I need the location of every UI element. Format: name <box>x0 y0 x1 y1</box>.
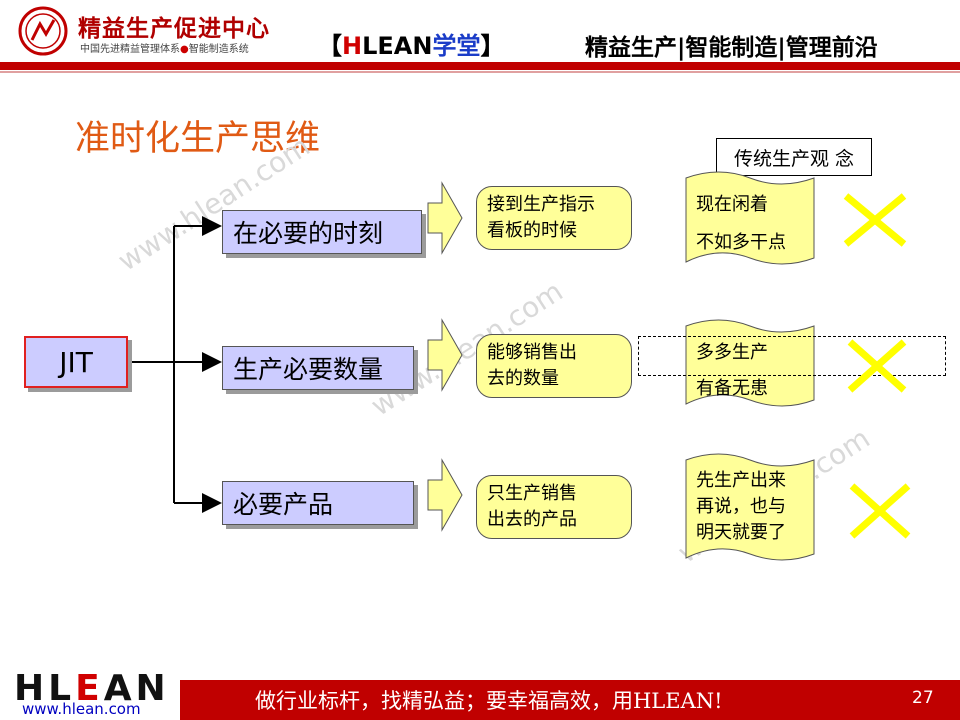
wavy-banner-shape <box>685 453 815 561</box>
condition-box-timing: 在必要的时刻 <box>222 210 422 254</box>
meaning-box-product: 只生产销售 出去的产品 <box>476 475 632 539</box>
meaning-box-quantity: 能够销售出 去的数量 <box>476 334 632 398</box>
traditional-concept-label: 传统生产观 念 <box>716 138 872 176</box>
header-divider <box>0 62 960 70</box>
org-name: 精益生产促进中心 <box>78 16 270 42</box>
traditional-line: 先生产出来 <box>696 470 786 491</box>
traditional-line: 再说，也与 <box>696 496 786 517</box>
page-number: 27 <box>912 688 934 708</box>
reject-x-icon <box>847 339 907 393</box>
traditional-line: 多多生产 <box>696 342 768 363</box>
header-tagline: 精益生产|智能制造|管理前沿 <box>585 35 878 61</box>
slide-title: 准时化生产思维 <box>75 119 321 159</box>
hlean-logo-icon <box>18 6 68 56</box>
footer-hlean-logo: HLEAN <box>14 668 170 709</box>
wavy-banner-shape <box>685 171 815 265</box>
reject-x-icon <box>843 193 907 247</box>
traditional-line: 有备无患 <box>696 378 768 399</box>
meaning-box-timing: 接到生产指示 看板的时候 <box>476 186 632 250</box>
wavy-banner-shape <box>685 319 815 407</box>
dashed-highlight <box>638 336 946 376</box>
footer-url: www.hlean.com <box>22 700 141 718</box>
traditional-line: 不如多干点 <box>696 232 786 253</box>
condition-box-quantity: 生产必要数量 <box>222 346 414 390</box>
traditional-box-quantity: 多多生产 有备无患 <box>684 318 816 412</box>
header-divider-thin <box>0 71 960 73</box>
jit-root-box: JIT <box>24 336 128 388</box>
footer-slogan: 做行业标杆，找精弘益；要幸福高效，用HLEAN! <box>255 689 723 713</box>
condition-box-product: 必要产品 <box>222 481 414 525</box>
brand-title: 【HLEAN学堂】 <box>318 32 505 60</box>
footer-bar <box>180 680 960 720</box>
traditional-line: 现在闲着 <box>696 194 768 215</box>
traditional-box-product: 先生产出来 再说，也与 明天就要了 <box>684 452 816 566</box>
org-subtitle: 中国先进精益管理体系●智能制造系统 <box>80 44 249 55</box>
traditional-line: 明天就要了 <box>696 522 786 543</box>
traditional-box-timing: 现在闲着 不如多干点 <box>684 170 816 270</box>
reject-x-icon <box>849 483 911 539</box>
